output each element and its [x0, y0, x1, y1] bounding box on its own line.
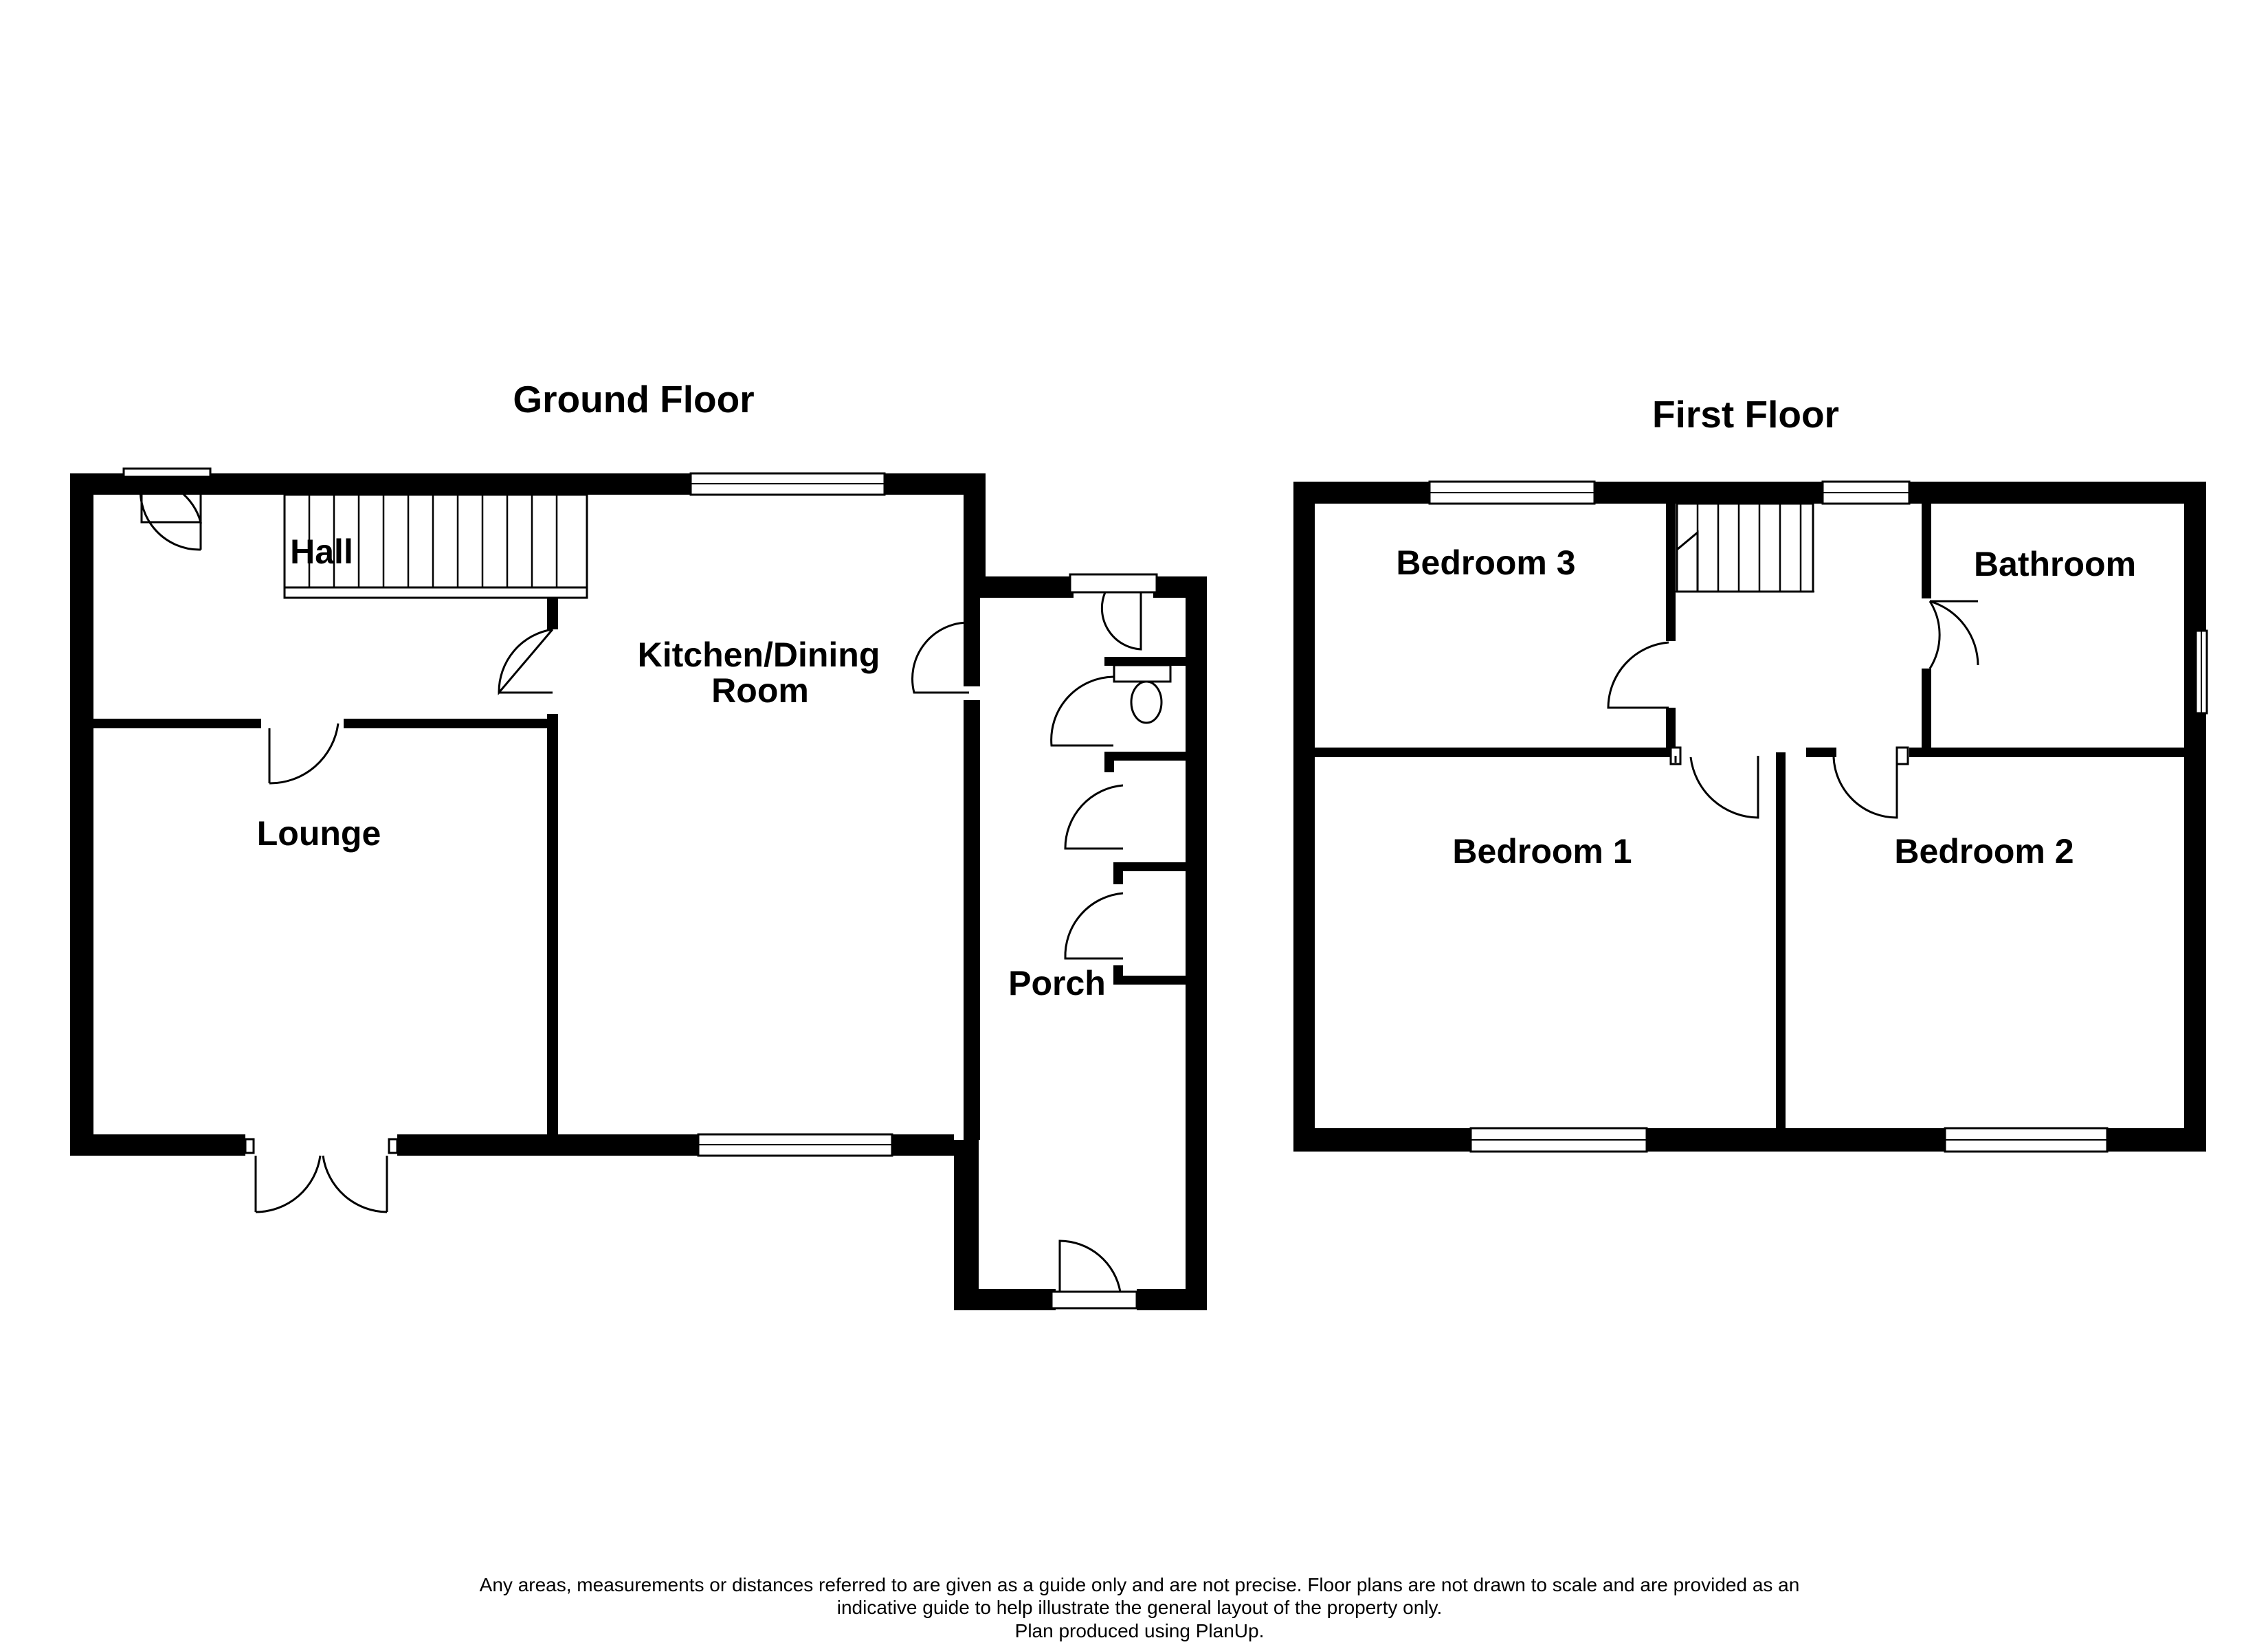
landing-window [1821, 480, 1911, 505]
wc-door [1069, 573, 1158, 651]
ground-floor-walls [70, 473, 1207, 1310]
bedroom1-door [1669, 746, 1759, 819]
room-label-porch: Porch [1008, 964, 1106, 1002]
kitchen-porch-door [911, 621, 970, 694]
cupboard-door-2 [1064, 784, 1124, 850]
room-label-bedroom3: Bedroom 3 [1396, 543, 1575, 582]
bedroom2-door [1832, 746, 1909, 819]
lounge-door [268, 723, 340, 785]
disclaimer-line1: Any areas, measurements or distances ref… [480, 1574, 1800, 1595]
bedroom2-window [1944, 1127, 2109, 1153]
hall-rear-door [122, 467, 212, 551]
first-floor-room-labels: Bedroom 3 Bathroom Bedroom 1 Bedroom 2 [1396, 543, 2136, 871]
bedroom3-door [1607, 641, 1669, 709]
first-floor-doors [1607, 600, 1979, 819]
hall-kitchen-door [498, 628, 554, 696]
ground-floor-room-labels: Hall Kitchen/Dining Room Lounge Porch [257, 532, 1106, 1002]
lounge-french-doors [244, 1138, 399, 1213]
wc-toilet [1113, 664, 1172, 724]
porch-front-door [1050, 1239, 1138, 1310]
room-label-kitchen-line2: Room [711, 671, 809, 710]
room-label-bathroom: Bathroom [1974, 545, 2136, 583]
room-label-kitchen-line1: Kitchen/Dining [638, 636, 880, 674]
room-label-hall: Hall [290, 532, 353, 571]
room-label-bedroom2: Bedroom 2 [1894, 832, 2074, 871]
room-label-lounge: Lounge [257, 814, 381, 853]
ground-floor-stairs [283, 493, 588, 599]
bedroom1-window [1469, 1127, 1648, 1153]
bedroom3-window [1428, 480, 1596, 505]
first-floor-stairs [1676, 502, 1814, 593]
cupboard-door-3 [1064, 892, 1124, 960]
ground-floor-windows [689, 472, 893, 1157]
ground-floor-title: Ground Floor [513, 378, 754, 420]
disclaimer-line3: Plan produced using PlanUp. [1015, 1620, 1265, 1641]
disclaimer: Any areas, measurements or distances ref… [480, 1574, 1800, 1641]
first-floor-windows [1428, 480, 2208, 1153]
ground-floor-doors [122, 467, 1158, 1310]
room-label-bedroom1: Bedroom 1 [1452, 832, 1632, 871]
kitchen-front-window [697, 1133, 893, 1157]
first-floor-plan: First Floor [1293, 393, 2208, 1153]
kitchen-rear-window [689, 472, 886, 496]
cupboard-door-1 [1050, 675, 1114, 747]
ground-floor-plan: Ground Floor [70, 378, 1207, 1310]
disclaimer-line2: indicative guide to help illustrate the … [837, 1597, 1442, 1618]
bathroom-side-window [2194, 629, 2208, 715]
bathroom-door [1928, 600, 1979, 669]
first-floor-title: First Floor [1652, 393, 1839, 436]
